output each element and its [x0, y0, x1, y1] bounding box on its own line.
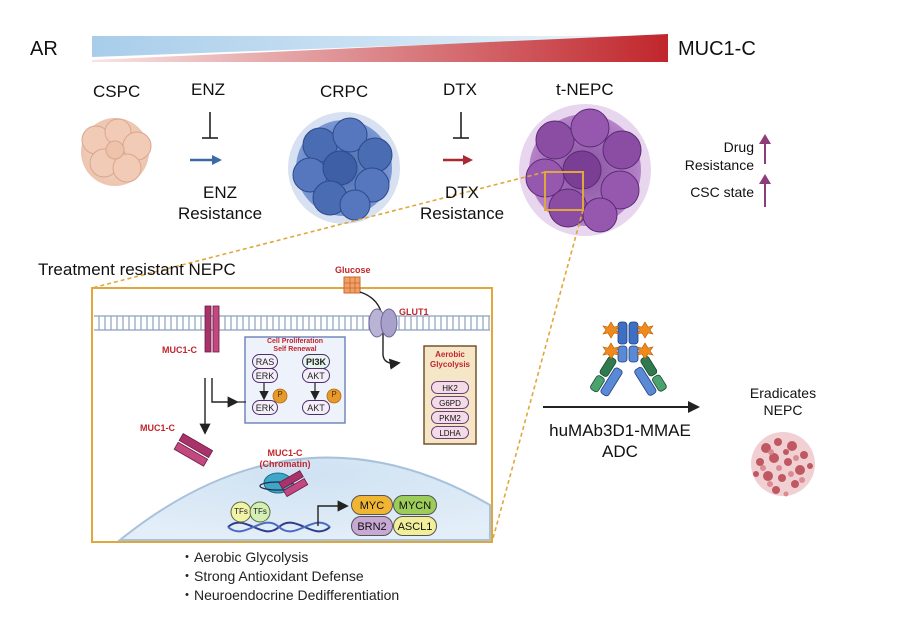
glut1-label: GLUT1	[399, 307, 429, 317]
tf-circle-2	[249, 501, 271, 523]
cell-membrane	[94, 316, 490, 330]
muc1c-to-pathway-arrow	[211, 378, 239, 408]
enz-arrow	[190, 155, 222, 165]
muc1c-chromatin-label: MUC1-C (Chromatin)	[250, 448, 320, 470]
feature-item: ・Aerobic Glycolysis	[180, 549, 309, 565]
muc1c-cytoplasmic-protein	[173, 433, 214, 467]
drug-resistance-up-arrow	[759, 134, 771, 164]
crpc-cell-cluster	[288, 112, 400, 224]
muc1c-gradient-label: MUC1-C	[678, 38, 756, 60]
aerobic-line1: Aerobic	[435, 350, 465, 359]
adc-line1: huMAb3D1-MMAE	[549, 421, 691, 440]
enz-resistance-line1: ENZ	[203, 183, 237, 202]
drug-line2: Resistance	[684, 157, 754, 173]
muc1c-cytoplasmic-label: MUC1-C	[140, 423, 175, 433]
panel-title: Treatment resistant NEPC	[38, 260, 236, 279]
akt-bottom-pill: AKT	[302, 400, 330, 415]
transcription-arrow	[317, 500, 349, 526]
ras-pill: RAS	[252, 354, 278, 369]
outcome-line1: Eradicates	[749, 385, 817, 401]
enz-drug-label: ENZ	[191, 80, 225, 99]
glucose-label: Glucose	[335, 265, 371, 275]
adc-line2: ADC	[602, 442, 638, 461]
muc1c-membrane-label: MUC1-C	[162, 345, 197, 355]
zoom-line-right	[491, 209, 584, 543]
outcome-label: Eradicates NEPC	[733, 385, 833, 419]
adc-treatment-arrow	[543, 401, 700, 413]
dtx-drug-label: DTX	[443, 80, 477, 99]
enzyme-pkm2: PKM2	[431, 411, 469, 424]
muc1c-gradient-wedge	[92, 34, 668, 62]
phospho-akt-circle	[326, 388, 342, 404]
enzyme-hk2: HK2	[431, 381, 469, 394]
muc1c-chromatin-line1: MUC1-C	[267, 448, 303, 458]
zoom-line-left	[91, 171, 546, 289]
tnepc-cell-cluster	[519, 104, 651, 236]
phospho-erk-label: P	[277, 390, 283, 399]
erk-top-pill: ERK	[252, 368, 278, 383]
enz-inhibition-symbol	[202, 112, 218, 139]
enzyme-ldha: LDHA	[431, 426, 469, 439]
proliferation-line1: Cell Proliferation	[266, 338, 323, 345]
phospho-akt-label: P	[331, 390, 337, 399]
ar-label: AR	[30, 38, 58, 60]
enz-resistance-line2: Resistance	[177, 204, 263, 223]
glucose-transport-arrow	[359, 291, 401, 370]
csc-state-up-arrow	[759, 174, 771, 207]
enz-resistance-label: ENZ Resistance	[160, 182, 280, 224]
feature-item: ・Neuroendocrine Dedifferentiation	[180, 587, 400, 603]
proliferation-line2: Self Renewal	[273, 346, 317, 353]
muc1c-membrane-protein	[204, 305, 220, 353]
dtx-resistance-label: DTX Resistance	[402, 182, 522, 224]
outcome-line2: NEPC	[763, 402, 803, 418]
glucose-icon	[343, 276, 361, 294]
phospho-erk-circle	[272, 388, 288, 404]
aerobic-glycolysis-label: Aerobic Glycolysis	[424, 350, 476, 370]
adc-label: huMAb3D1-MMAE ADC	[530, 420, 710, 462]
dtx-resistance-line2: Resistance	[419, 204, 505, 223]
drug-resistance-note: Drug Resistance	[668, 138, 754, 174]
gene-brn2: BRN2	[351, 516, 393, 536]
dtx-resistance-line1: DTX	[445, 183, 479, 202]
drug-line1: Drug	[723, 139, 754, 155]
feature-item: ・Strong Antioxidant Defense	[180, 568, 364, 584]
erk-bottom-pill: ERK	[252, 400, 278, 415]
csc-state-note: CSC state	[690, 184, 754, 200]
crpc-label: CRPC	[320, 82, 369, 101]
eradicated-cells-icon	[751, 432, 815, 497]
tnepc-label: t-NEPC	[556, 80, 614, 99]
aerobic-line2: Glycolysis	[429, 360, 471, 369]
muc1c-chromatin-line2: (Chromatin)	[259, 459, 311, 469]
dna-helix	[227, 521, 331, 533]
enzyme-g6pd: G6PD	[431, 396, 469, 409]
akt-top-pill: AKT	[302, 368, 330, 383]
cspc-label: CSPC	[93, 82, 141, 101]
gene-mycn: MYCN	[393, 495, 437, 515]
dtx-arrow	[443, 155, 473, 165]
pi3k-pill: PI3K	[302, 354, 330, 369]
proliferation-label: Cell Proliferation Self Renewal	[245, 338, 345, 354]
cspc-cell-cluster	[81, 118, 152, 186]
feature-list: ・Aerobic Glycolysis ・Strong Antioxidant …	[180, 548, 399, 605]
tf-label-1: TFs	[234, 507, 248, 516]
gene-myc: MYC	[351, 495, 393, 515]
chromatin-complex	[259, 470, 309, 498]
tf-label-2: TFs	[253, 507, 267, 516]
glut1-transporter	[368, 308, 398, 338]
gene-ascl1: ASCL1	[393, 516, 437, 536]
zoom-box	[544, 171, 584, 211]
adc-antibody-icon	[590, 321, 667, 397]
dtx-inhibition-symbol	[453, 112, 469, 139]
